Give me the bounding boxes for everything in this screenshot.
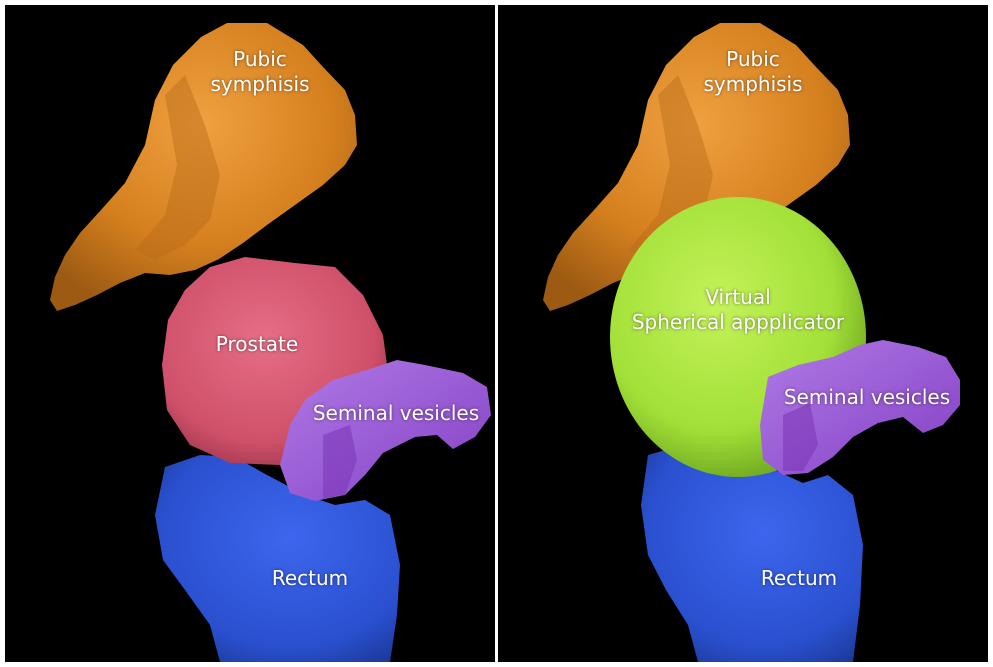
label-rectum: Rectum bbox=[760, 566, 838, 590]
right-panel-applicator-view: Pubic symphisis Virtual Spherical apppli… bbox=[498, 5, 988, 662]
label-pubic-line2: symphisis bbox=[703, 72, 803, 96]
label-rectum: Rectum bbox=[271, 566, 349, 590]
label-applicator-line2: Spherical appplicator bbox=[631, 310, 845, 334]
label-applicator-line1: Virtual bbox=[705, 285, 771, 309]
label-pubic-symphisis: Pubic symphisis bbox=[688, 47, 818, 97]
label-pubic-line1: Pubic bbox=[233, 47, 287, 71]
seminal-vesicles-inner bbox=[783, 403, 818, 471]
right-anatomy-render bbox=[543, 23, 960, 662]
label-seminal-vesicles: Seminal vesicles bbox=[312, 401, 480, 425]
pubic-symphisis-shape bbox=[543, 23, 850, 311]
label-virtual-spherical-applicator: Virtual Spherical appplicator bbox=[630, 285, 846, 335]
pubic-symphisis-shape bbox=[50, 23, 357, 311]
rectum-shape bbox=[641, 445, 863, 662]
label-pubic-symphisis: Pubic symphisis bbox=[195, 47, 325, 97]
seminal-vesicles-inner bbox=[323, 425, 357, 499]
label-pubic-line2: symphisis bbox=[210, 72, 310, 96]
left-panel-prostate-view: Pubic symphisis Prostate Seminal vesicle… bbox=[5, 5, 495, 662]
rectum-shape bbox=[155, 455, 400, 662]
pubic-symphisis-ridge bbox=[135, 75, 220, 260]
label-seminal-vesicles: Seminal vesicles bbox=[783, 385, 951, 409]
left-anatomy-render bbox=[50, 23, 491, 662]
label-pubic-line1: Pubic bbox=[726, 47, 780, 71]
label-prostate: Prostate bbox=[215, 332, 299, 356]
